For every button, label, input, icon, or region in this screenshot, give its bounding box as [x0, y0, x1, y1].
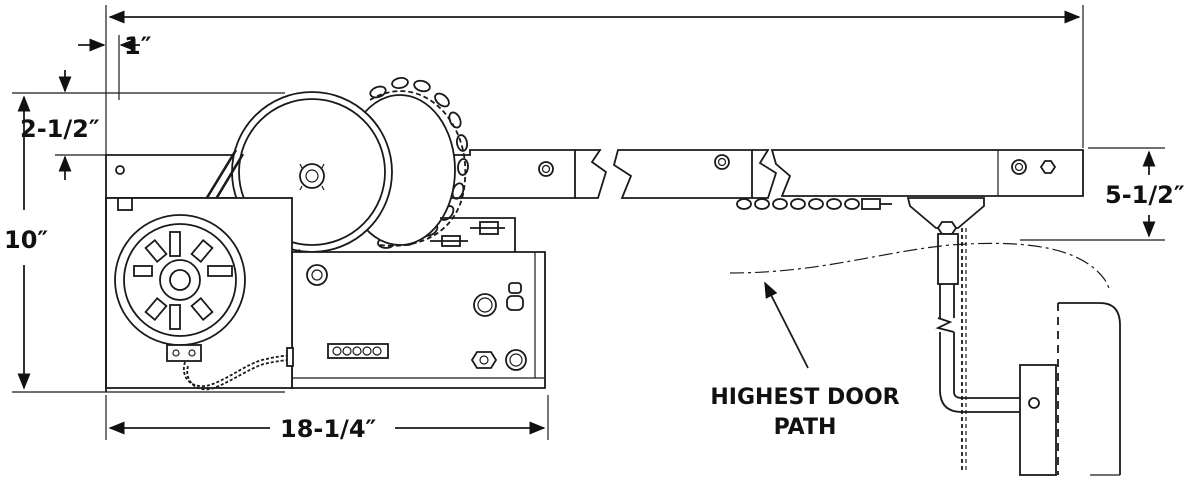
overall-width-dimension [105, 5, 1084, 155]
callout-line1: HIGHEST DOOR [710, 385, 899, 410]
top-gap-dimension: 2-1/2″ [12, 70, 285, 180]
rail-height-label: 5-1/2″ [1105, 181, 1185, 209]
rail-height-dimension: 5-1/2″ [1020, 147, 1185, 241]
release-chain [961, 228, 967, 470]
motor [105, 197, 293, 392]
limit-switch [430, 221, 505, 247]
trolley [906, 197, 985, 285]
total-height-dimension: 10″ [4, 95, 285, 393]
power-cable [183, 347, 294, 391]
rail-chain [736, 198, 892, 210]
callout-line2: PATH [774, 415, 837, 440]
highest-door-path-callout: HIGHEST DOOR PATH [710, 385, 899, 440]
offset-dimension: 1″ [78, 32, 152, 100]
top-gap-label: 2-1/2″ [20, 115, 100, 143]
terminal-strip [327, 343, 389, 359]
base-width-label: 18-1/4″ [280, 415, 377, 443]
total-height-label: 10″ [4, 226, 48, 254]
base-width-dimension: 18-1/4″ [105, 395, 549, 443]
door [1057, 302, 1121, 476]
highest-door-path [729, 242, 1111, 369]
door-arm [935, 284, 1057, 476]
offset-label: 1″ [124, 32, 152, 60]
